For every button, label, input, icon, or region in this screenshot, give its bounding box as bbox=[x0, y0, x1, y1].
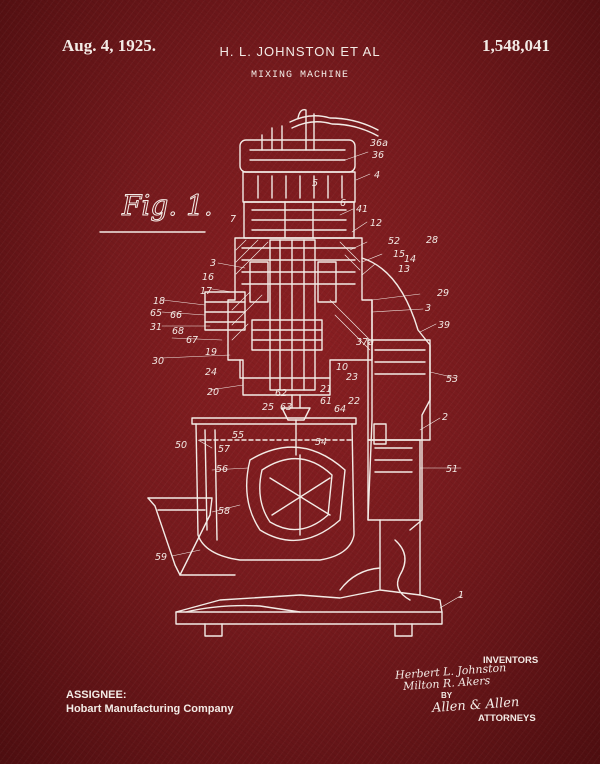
reference-numeral: 14 bbox=[404, 254, 416, 265]
reference-numeral: 6 bbox=[340, 198, 346, 209]
beater bbox=[245, 439, 346, 542]
reference-numeral: 28 bbox=[426, 235, 438, 246]
motor-housing bbox=[242, 171, 356, 239]
reference-numeral: 50 bbox=[175, 440, 187, 451]
reference-numeral: 30 bbox=[152, 356, 164, 367]
reference-numeral: 1 bbox=[458, 590, 464, 601]
motor-top bbox=[239, 108, 379, 173]
assignee-name: Hobart Manufacturing Company bbox=[66, 703, 234, 715]
reference-numerals: 36a 36 4 41 12 52 28 15 14 13 3 16 17 18… bbox=[150, 138, 464, 601]
reference-numeral: 7 bbox=[230, 214, 236, 225]
reference-numeral: 55 bbox=[232, 430, 244, 441]
reference-numeral: 12 bbox=[370, 218, 382, 229]
reference-numeral: 39 bbox=[438, 320, 450, 331]
reference-numeral: 64 bbox=[334, 404, 346, 415]
reference-numeral: 59 bbox=[155, 552, 167, 563]
reference-numeral: 62 bbox=[275, 388, 287, 399]
gear-housing bbox=[204, 237, 373, 396]
reference-numeral: 15 bbox=[393, 249, 405, 260]
reference-numeral: 10 bbox=[336, 362, 348, 373]
reference-numeral: 3 bbox=[425, 303, 431, 314]
reference-numeral: 24 bbox=[205, 367, 217, 378]
reference-numeral: 56 bbox=[216, 464, 228, 475]
reference-numeral: 37a bbox=[356, 337, 374, 348]
reference-numeral: 20 bbox=[207, 387, 219, 398]
reference-numeral: 63 bbox=[280, 402, 292, 413]
reference-numeral: 25 bbox=[262, 402, 274, 413]
reference-numeral: 22 bbox=[348, 396, 360, 407]
reference-numeral: 4 bbox=[374, 170, 380, 181]
reference-numeral: 51 bbox=[446, 464, 458, 475]
reference-numeral: 57 bbox=[218, 444, 230, 455]
reference-numeral: 5 bbox=[312, 178, 318, 189]
reference-numeral: 52 bbox=[388, 236, 400, 247]
leader-lines bbox=[161, 151, 463, 609]
reference-numeral: 23 bbox=[346, 372, 358, 383]
by-label: BY bbox=[441, 691, 453, 700]
reference-numeral: 2 bbox=[442, 412, 448, 423]
reference-numeral: 18 bbox=[153, 296, 165, 307]
reference-numeral: 58 bbox=[218, 506, 230, 517]
reference-numeral: 19 bbox=[205, 347, 217, 358]
patent-title: MIXING MACHINE bbox=[250, 70, 349, 81]
reference-numeral: 3 bbox=[210, 258, 216, 269]
reference-numeral: 61 bbox=[320, 396, 332, 407]
assignee-label: ASSIGNEE: bbox=[66, 689, 127, 701]
reference-numeral: 31 bbox=[150, 322, 162, 333]
mixer-base bbox=[175, 589, 443, 637]
reference-numeral: 53 bbox=[446, 374, 458, 385]
reference-numeral: 41 bbox=[356, 204, 368, 215]
reference-numeral: 13 bbox=[398, 264, 410, 275]
reference-numeral: 36a bbox=[370, 138, 388, 149]
reference-numeral: 65 bbox=[150, 308, 162, 319]
section-hatching bbox=[231, 239, 371, 351]
figure-label: Fig. 1. bbox=[121, 189, 213, 222]
patent-date: Aug. 4, 1925. bbox=[62, 36, 156, 55]
attorneys-label: ATTORNEYS bbox=[478, 713, 536, 724]
inventor-names: H. L. JOHNSTON ET AL bbox=[219, 44, 381, 59]
reference-numeral: 54 bbox=[315, 437, 327, 448]
reference-numeral: 17 bbox=[200, 286, 212, 297]
reference-numeral: 68 bbox=[172, 326, 184, 337]
mixing-bowl bbox=[191, 417, 357, 561]
reference-numeral: 21 bbox=[320, 384, 332, 395]
reference-numeral: 36 bbox=[372, 150, 384, 161]
inventors-label: INVENTORS bbox=[483, 655, 539, 666]
drip-pan bbox=[147, 497, 236, 576]
patent-number: 1,548,041 bbox=[482, 36, 550, 55]
reference-numeral: 66 bbox=[170, 310, 182, 321]
reference-numeral: 16 bbox=[202, 272, 214, 283]
reference-numeral: 29 bbox=[437, 288, 449, 299]
reference-numeral: 67 bbox=[186, 335, 198, 346]
